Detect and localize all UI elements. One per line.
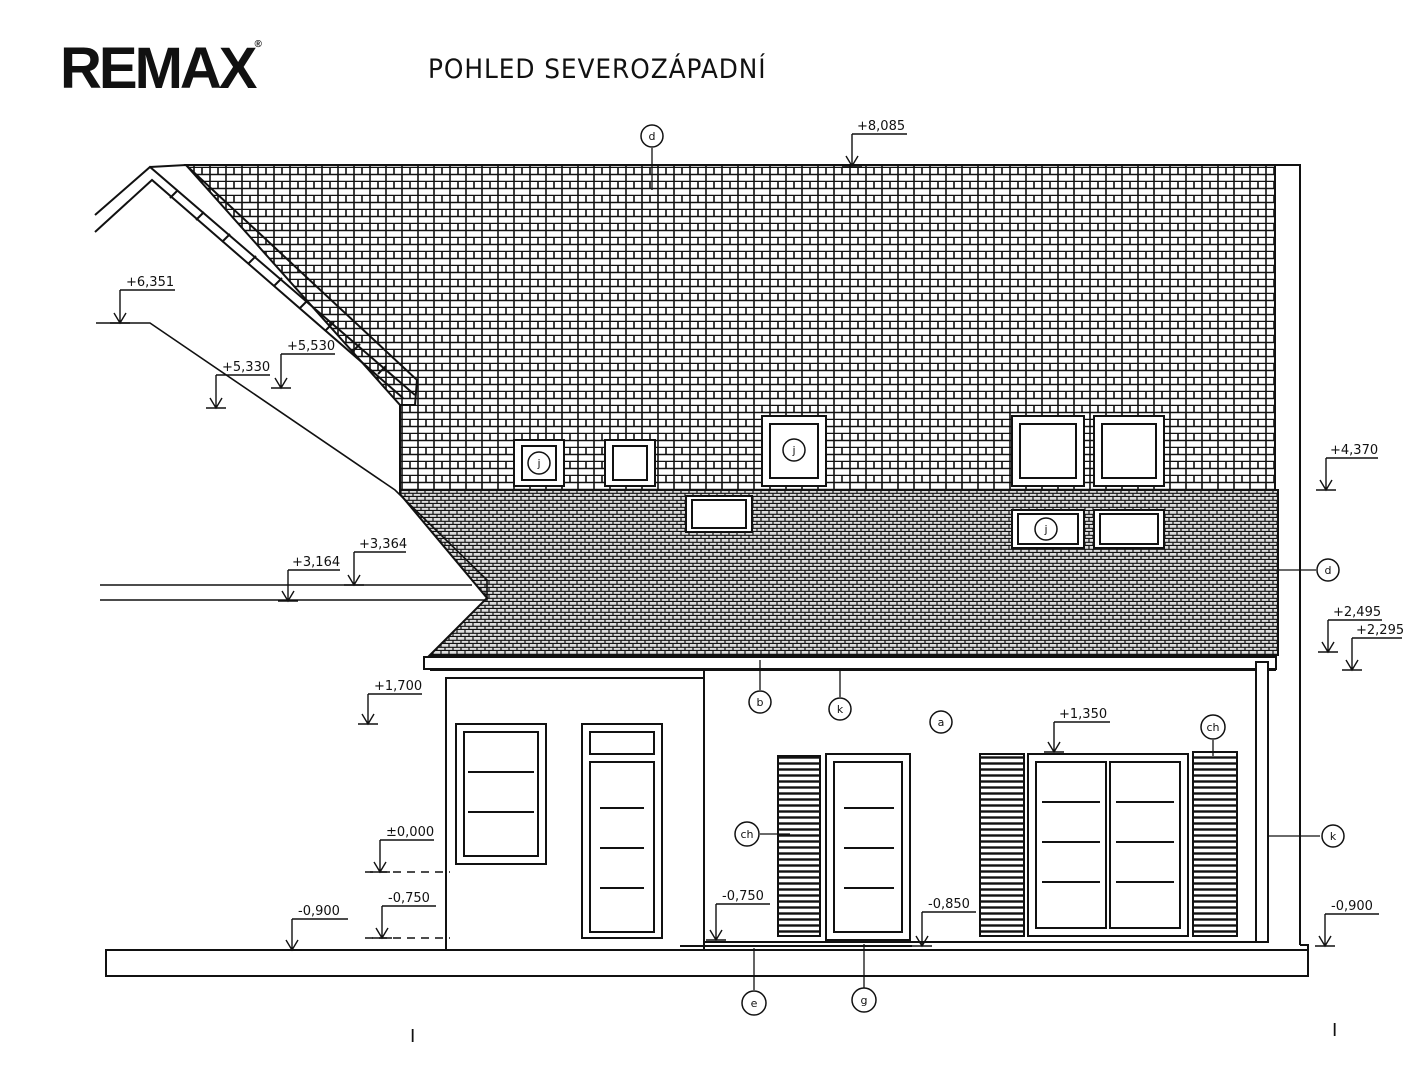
logo-text: REMAX — [60, 36, 257, 101]
tag-downpipe-side: k — [1321, 824, 1345, 848]
level-neighbor-a: +3,364 — [359, 537, 407, 552]
downpipe — [1255, 661, 1269, 943]
tag-skylight-1: j — [527, 451, 551, 475]
level-roof-break: +4,370 — [1330, 443, 1378, 458]
level-marker-eave-right-a — [1318, 619, 1382, 654]
door-middle — [777, 753, 911, 941]
level-floor: ±0,000 — [386, 825, 434, 840]
level-marker-gable-top — [110, 289, 175, 325]
svg-text:a: a — [938, 716, 945, 729]
svg-text:j: j — [791, 444, 795, 457]
tag-plinth: e — [741, 990, 767, 1016]
level-gable-eave-a: +5,530 — [287, 339, 335, 354]
window-right — [979, 751, 1238, 937]
tag-downpipe-top: k — [828, 697, 852, 721]
level-eave-right-b: +2,295 — [1356, 623, 1404, 638]
tag-shutter-left: ch — [734, 821, 760, 847]
mark-right: I — [1332, 1020, 1337, 1041]
tag-sill: g — [851, 987, 877, 1013]
plinth — [105, 945, 1309, 977]
remax-logo: REMAX® — [60, 40, 262, 98]
tag-facade: a — [929, 710, 953, 734]
level-gable-eave-b: +5,330 — [222, 360, 270, 375]
level-labels: +8,085 +6,351 +5,530 +5,330 +4,370 +3,36… — [126, 119, 1404, 919]
level-marker-ground-right — [1315, 913, 1379, 948]
level-marker-ridge — [842, 133, 907, 168]
door-left — [581, 723, 663, 939]
svg-text:d: d — [1325, 564, 1332, 577]
level-marker-step-mid — [706, 903, 770, 942]
level-marker-gable-eave-a — [271, 353, 335, 390]
gable-verge — [94, 163, 419, 406]
level-marker-eave-right-b — [1342, 637, 1402, 672]
tags: d d b k a ch ch k e g j j j — [527, 124, 1345, 1016]
level-marker-ground-left — [282, 918, 348, 952]
level-step-left: -0,750 — [388, 891, 430, 906]
svg-text:k: k — [1330, 830, 1337, 843]
tag-roof-top: d — [640, 124, 664, 148]
svg-text:ch: ch — [1206, 721, 1219, 734]
mark-left: I — [410, 1026, 415, 1047]
tag-shutter-right: ch — [1200, 714, 1226, 740]
tag-skylight-3: j — [1034, 517, 1058, 541]
level-ground-mid: -0,850 — [928, 897, 970, 912]
svg-text:j: j — [1043, 523, 1047, 536]
svg-text:e: e — [751, 997, 758, 1010]
level-marker-gable-eave-b — [206, 374, 270, 410]
level-markers — [110, 133, 1402, 952]
level-marker-step-left — [372, 905, 436, 940]
svg-text:g: g — [861, 994, 868, 1007]
level-window-head: +1,350 — [1059, 707, 1107, 722]
level-eave-right-a: +2,495 — [1333, 605, 1381, 620]
gable-outline — [96, 322, 488, 601]
level-marker-floor — [370, 839, 434, 874]
svg-text:d: d — [649, 130, 656, 143]
level-marker-neighbor-a — [344, 551, 406, 587]
svg-text:b: b — [757, 696, 764, 709]
gutter — [423, 656, 1277, 671]
logo-registered-mark: ® — [254, 39, 262, 50]
tag-leaders — [651, 148, 1320, 990]
level-ground-right: -0,900 — [1331, 899, 1373, 914]
level-marker-ground-mid — [912, 911, 976, 948]
level-marker-window-head — [1044, 721, 1110, 754]
svg-text:k: k — [837, 703, 844, 716]
level-ridge: +8,085 — [857, 119, 905, 134]
tag-skylight-2: j — [782, 438, 806, 462]
level-marker-neighbor-b — [278, 569, 340, 603]
level-marker-wall-left — [358, 693, 422, 726]
drawing-title: POHLED SEVEROZÁPADNÍ — [428, 54, 767, 85]
level-gable-top: +6,351 — [126, 275, 174, 290]
svg-text:ch: ch — [740, 828, 753, 841]
level-wall-left: +1,700 — [374, 679, 422, 694]
level-neighbor-b: +3,164 — [292, 555, 340, 570]
svg-text:j: j — [536, 457, 540, 470]
level-ground-left: -0,900 — [298, 904, 340, 919]
level-marker-roof-break — [1316, 457, 1378, 492]
level-step-mid: -0,750 — [722, 889, 764, 904]
tag-gutter: b — [748, 690, 772, 714]
tag-roof-right: d — [1316, 558, 1340, 582]
window-left — [455, 723, 547, 865]
